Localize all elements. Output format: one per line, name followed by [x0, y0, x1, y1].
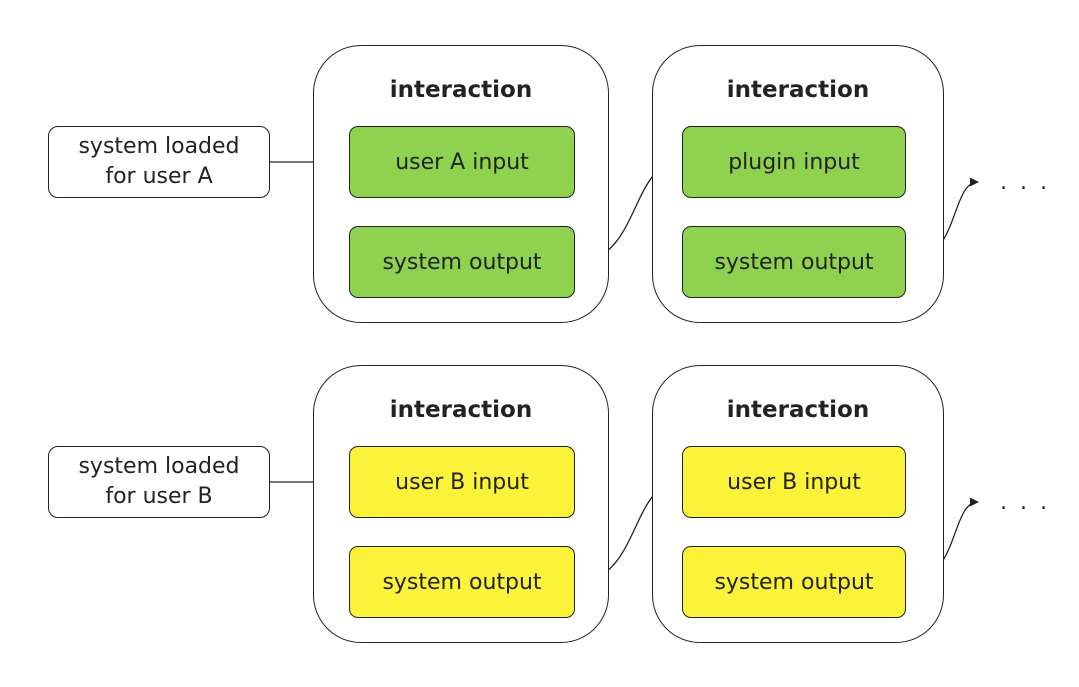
output-node: system output	[682, 546, 906, 618]
input-node: plugin input	[682, 126, 906, 198]
input-node: user B input	[349, 446, 575, 518]
input-node: user B input	[682, 446, 906, 518]
start-label-line2: for user B	[105, 484, 213, 509]
start-label-line1: system loaded	[78, 134, 240, 159]
output-node: system output	[682, 226, 906, 298]
output-node: system output	[349, 546, 575, 618]
input-node: user A input	[349, 126, 575, 198]
continuation-ellipsis: . . .	[1000, 170, 1050, 195]
start-label-line2: for user A	[105, 164, 213, 189]
interaction-title: interaction	[389, 397, 533, 423]
start-node-user-a: system loaded for user A	[48, 126, 270, 198]
output-node: system output	[349, 226, 575, 298]
interaction-title: interaction	[389, 77, 533, 103]
interaction-title: interaction	[726, 77, 870, 103]
start-node-user-b: system loaded for user B	[48, 446, 270, 518]
continuation-ellipsis: . . .	[1000, 490, 1050, 515]
interaction-title: interaction	[726, 397, 870, 423]
start-label-line1: system loaded	[78, 454, 240, 479]
